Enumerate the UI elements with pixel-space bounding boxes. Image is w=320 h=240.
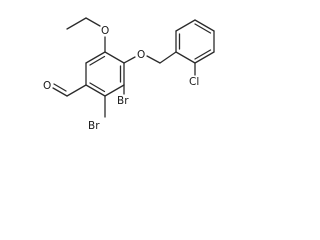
cho-double-bond-inner	[53, 83, 67, 92]
ring-bond-c3-c4	[104, 84, 125, 97]
ether-oxygen-label: O	[137, 49, 145, 61]
phenyl-double-bond-2	[194, 23, 212, 34]
bond-ether-o-to-ch2	[146, 55, 161, 64]
bond-ch2-to-phenyl	[159, 51, 177, 64]
phenyl-double-bond-3	[194, 49, 212, 60]
aldehyde-oxygen-label: O	[43, 80, 51, 92]
ethoxy-group: O	[66, 17, 109, 53]
benzyl-ether-linkage: O	[123, 49, 177, 64]
chlorophenyl-ring: Cl	[175, 19, 215, 88]
aldehyde-group: O	[43, 80, 87, 97]
ring-bond-c6-c1	[85, 51, 106, 64]
central-benzene-ring	[85, 51, 125, 97]
ring-bond-c4-c5	[85, 84, 106, 97]
bond-ring-to-ether-o	[123, 56, 136, 64]
cho-double-bond-outer	[52, 87, 68, 97]
ring-double-bond-c6-c1	[89, 55, 106, 66]
bromine-upper-label: Br	[117, 95, 129, 107]
bromine-lower-substituent: Br	[88, 95, 106, 132]
ring-double-bond-c4-c5	[89, 82, 106, 93]
bond-ethoxy-ch2-to-ch3	[66, 17, 87, 30]
phenyl-bond-5	[194, 51, 215, 64]
bond-ethoxy-o-to-ch2	[85, 17, 101, 27]
bromine-upper-substituent: Br	[117, 84, 129, 107]
ring-bond-c1-c2	[104, 51, 125, 64]
phenyl-bond-3	[194, 19, 215, 32]
phenyl-bond-2	[175, 19, 196, 32]
ethoxy-oxygen-label: O	[101, 25, 109, 37]
molecule-structure-diagram: O O Cl Br Br O	[43, 17, 215, 132]
bromine-lower-label: Br	[88, 120, 100, 132]
phenyl-bond-6	[175, 51, 196, 64]
chlorine-label: Cl	[189, 76, 199, 88]
bond-ring-to-cho-carbon	[66, 84, 87, 97]
